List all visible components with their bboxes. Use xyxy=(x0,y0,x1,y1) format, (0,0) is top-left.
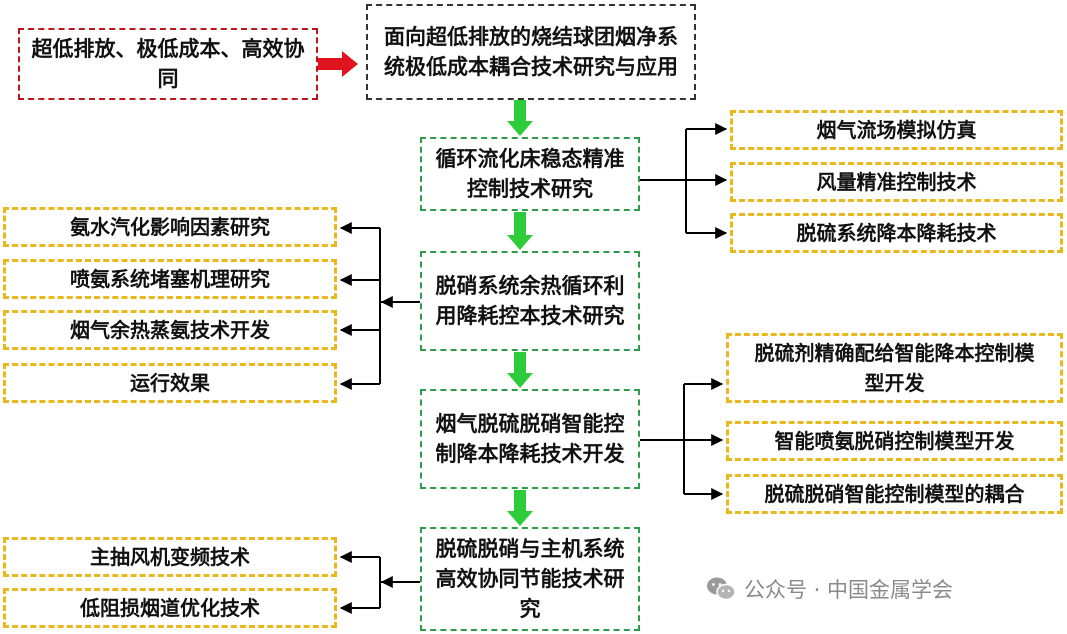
branch4-item-flue-optimization: 低阻损烟道优化技术 xyxy=(3,588,337,628)
branch4-item-fan-frequency: 主抽风机变频技术 xyxy=(3,537,337,577)
branch2-item-waste-heat-ammonia: 烟气余热蒸氨技术开发 xyxy=(3,310,337,350)
step-1-box: 循环流化床稳态精准控制技术研究 xyxy=(420,137,640,211)
wechat-icon xyxy=(707,577,736,601)
branch3-item-ammonia-injection-model: 智能喷氨脱硝控制模型开发 xyxy=(726,421,1063,461)
main-title-box: 面向超低排放的烧结球团烟净系统极低成本耦合技术研究与应用 xyxy=(366,4,696,100)
red-arrow xyxy=(318,51,358,77)
green-arrows xyxy=(507,100,533,526)
branch1-item-desulfurization-cost: 脱硫系统降本降耗技术 xyxy=(730,213,1063,253)
branch3-item-model-coupling: 脱硫脱硝智能控制模型的耦合 xyxy=(726,474,1063,514)
step-4-box: 脱硫脱硝与主机系统高效协同节能技术研究 xyxy=(420,527,640,631)
watermark: 公众号 · 中国金属学会 xyxy=(706,574,953,604)
branch2-item-operation-effect: 运行效果 xyxy=(3,363,337,403)
branch3-item-desulfurizer-model: 脱硫剂精确配给智能降本控制模型开发 xyxy=(726,333,1063,403)
step-3-box: 烟气脱硫脱硝智能控制降本降耗技术开发 xyxy=(420,389,640,489)
watermark-text: 公众号 · 中国金属学会 xyxy=(744,578,954,602)
branch2-item-nozzle-clogging: 喷氨系统堵塞机理研究 xyxy=(3,259,337,299)
branch2-item-ammonia-vaporization: 氨水汽化影响因素研究 xyxy=(3,207,337,247)
goal-box: 超低排放、极低成本、高效协同 xyxy=(18,28,318,100)
step-2-box: 脱硝系统余热循环利用降耗控本技术研究 xyxy=(420,251,640,351)
branch1-item-flow-simulation: 烟气流场模拟仿真 xyxy=(730,110,1063,150)
branch1-item-air-control: 风量精准控制技术 xyxy=(730,162,1063,202)
